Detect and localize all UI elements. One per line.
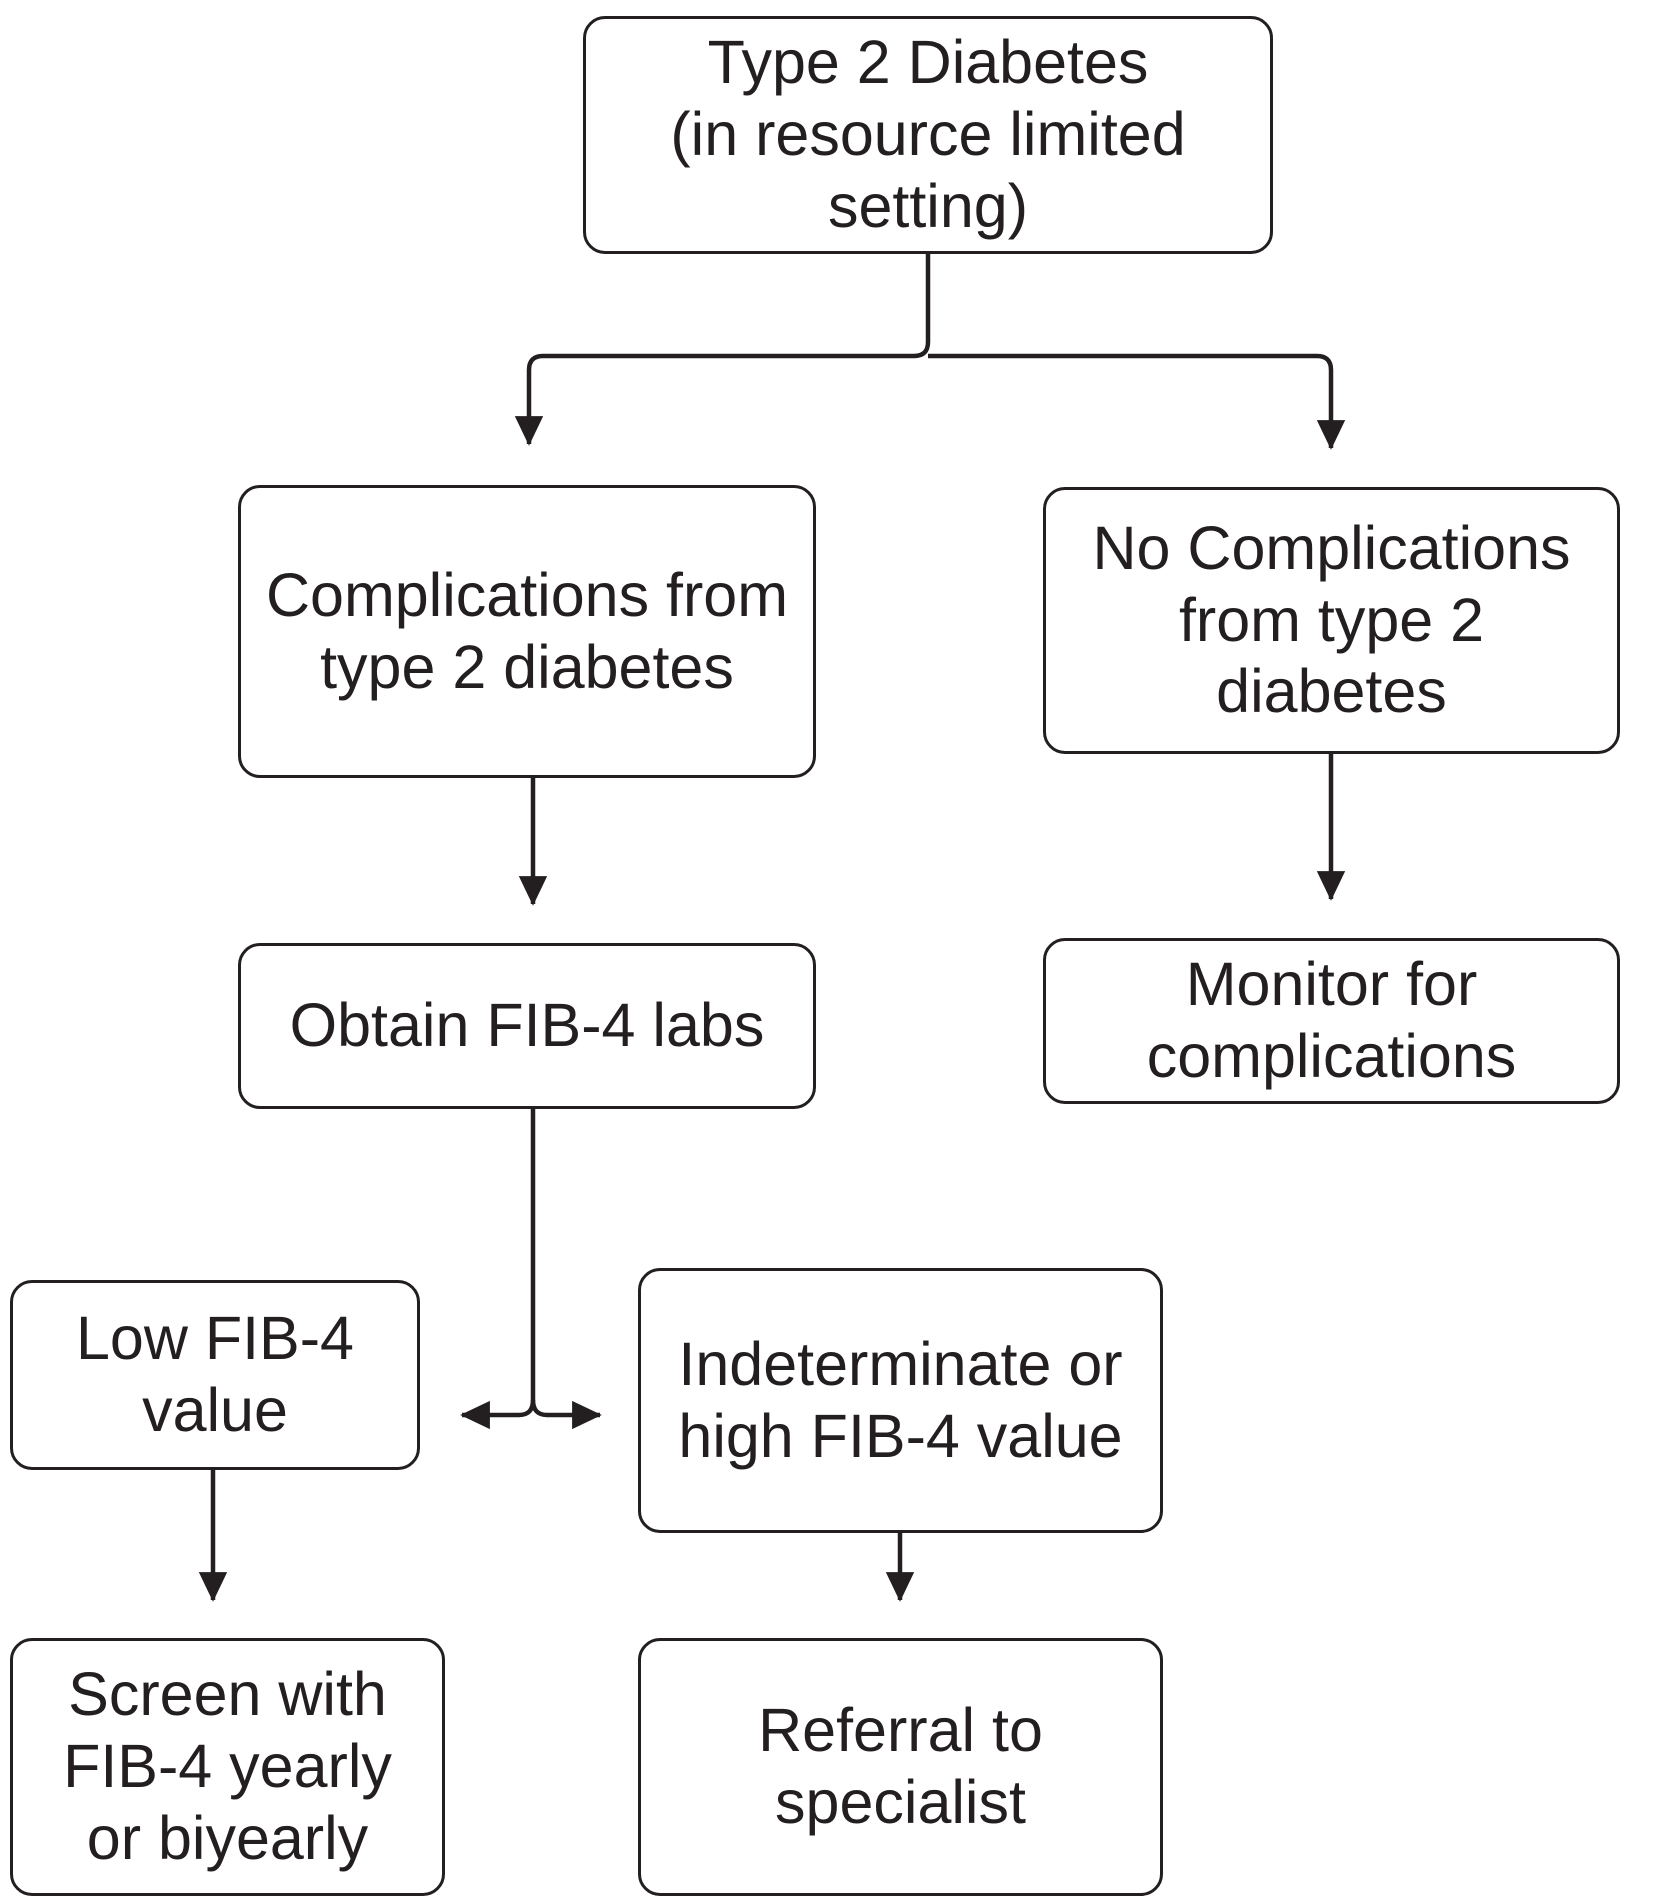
node-indeterminate-or-high-fib4-value[interactable]: Indeterminate or high FIB-4 value [638, 1268, 1163, 1533]
node-referral-to-specialist[interactable]: Referral to specialist [638, 1638, 1163, 1896]
node-screen-with-fib4-yearly-or-biyearly[interactable]: Screen with FIB-4 yearly or biyearly [10, 1638, 445, 1896]
node-complications-from-type-2-diabetes[interactable]: Complications from type 2 diabetes [238, 485, 816, 778]
node-obtain-fib4-labs[interactable]: Obtain FIB-4 labs [238, 943, 816, 1109]
edge-root-split [514, 254, 1346, 450]
node-monitor-for-complications[interactable]: Monitor for complications [1043, 938, 1620, 1104]
edge-fib4-split [460, 1109, 602, 1430]
node-low-fib4-value[interactable]: Low FIB-4 value [10, 1280, 420, 1470]
node-no-complications-from-type-2-diabetes[interactable]: No Complications from type 2 diabetes [1043, 487, 1620, 754]
node-type-2-diabetes[interactable]: Type 2 Diabetes (in resource limited set… [583, 16, 1273, 254]
